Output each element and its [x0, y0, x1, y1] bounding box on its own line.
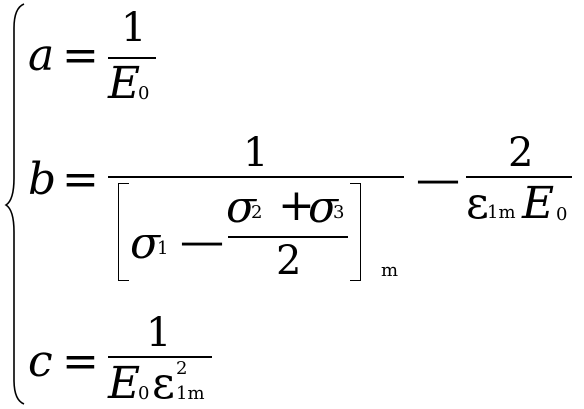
subscript-1m-b: 1m [487, 202, 516, 223]
equals-sign-a: = [62, 30, 99, 81]
equals-sign-c: = [62, 336, 99, 387]
right-bracket [350, 183, 361, 281]
subscript-0-c: 0 [138, 383, 150, 404]
fraction-c-bar [108, 356, 212, 358]
var-b: b [28, 154, 57, 205]
inner-fraction-bar [228, 236, 348, 238]
fraction-b1-bar [108, 176, 404, 178]
inner-denominator: 2 [276, 238, 302, 284]
var-E: E [108, 58, 141, 109]
fraction-b1-numerator: 1 [243, 130, 269, 176]
fraction-a-numerator: 1 [121, 5, 147, 51]
sigma-3: σ [308, 182, 339, 233]
fraction-a-bar [108, 57, 156, 59]
var-a: a [28, 30, 55, 81]
epsilon-b: ε [466, 178, 489, 229]
subscript-1m-c: 1m [176, 383, 205, 404]
subscript-3: 3 [333, 202, 345, 223]
minus-sign-outer: — [416, 154, 460, 205]
sigma-1: σ [130, 218, 161, 269]
left-bracket [118, 183, 129, 281]
var-c: c [28, 336, 53, 387]
plus-sign: + [278, 180, 315, 231]
fraction-c-numerator: 1 [146, 310, 172, 356]
subscript-0-b: 0 [556, 204, 568, 225]
var-E-b: E [522, 178, 555, 229]
subscript-2: 2 [251, 202, 263, 223]
fraction-b2-numerator: 2 [508, 130, 534, 176]
equals-sign-b: = [62, 154, 99, 205]
subscript-1: 1 [157, 238, 169, 259]
subscript-0: 0 [138, 83, 150, 104]
left-brace [4, 3, 25, 405]
var-E-c: E [108, 358, 141, 409]
sigma-2: σ [226, 182, 257, 233]
superscript-2: 2 [176, 358, 188, 379]
fraction-b2-bar [466, 176, 572, 178]
epsilon-c: ε [152, 358, 175, 409]
minus-sign-inner: — [180, 216, 224, 267]
subscript-m: m [381, 260, 399, 281]
